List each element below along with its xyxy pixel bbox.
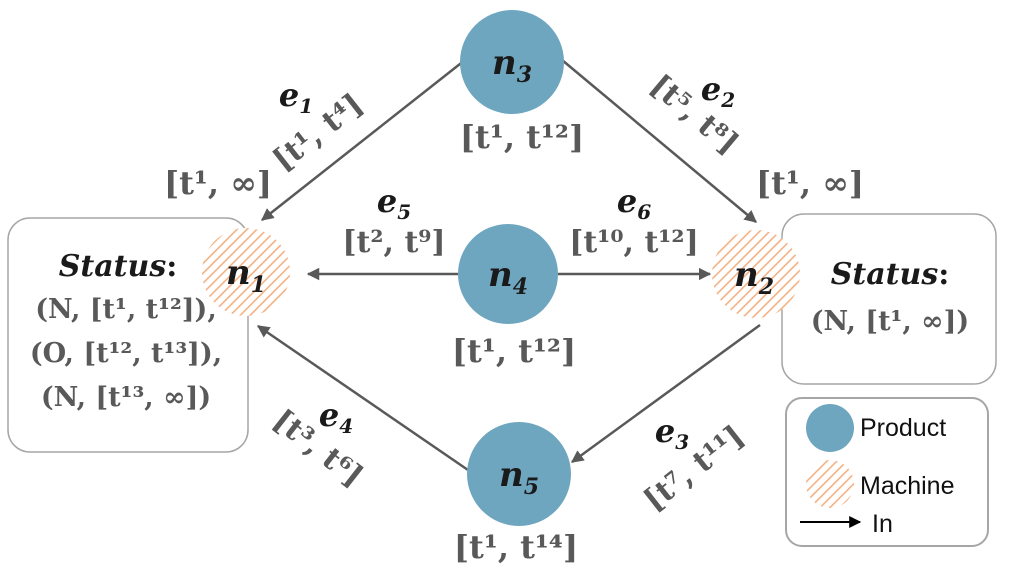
status-n1-line-1: (N, [t¹, t¹²]), [35,294,216,325]
node-n2-circle [712,230,800,318]
edge-e5-label: e5 [377,182,411,224]
edge-e4 [256,324,469,472]
status-n2-title: Status: [831,257,950,292]
edge-e1 [261,59,466,221]
status-n1-line-2: (O, [t¹², t¹³]), [30,338,222,369]
edge-e6-interval: [t¹⁰, t¹²] [569,225,699,260]
edge-e2-interval: [t⁵, t⁸] [643,68,745,161]
node-n2-label: n2 [734,255,774,300]
node-n5-circle [467,422,571,526]
edge-e1-label: e1 [279,76,313,118]
node-n4-interval: [t¹, t¹²] [452,332,576,370]
status-n2-line-1: (N, [t¹, ∞]) [811,306,969,337]
status-n1-title: Status: [59,249,178,284]
legend-in-label: In [872,510,893,538]
legend-machine-swatch [806,460,854,508]
edge-e3-label: e3 [655,412,689,454]
node-n3-interval: [t¹, t¹²] [460,118,584,156]
status-n1-line-3: (N, [t¹³, ∞]) [41,382,211,413]
edge-e2-label: e2 [701,70,735,112]
status-box-n1 [7,217,249,453]
node-n1-label: n1 [226,253,266,298]
node-n1-circle [202,228,290,316]
node-n3-label: n3 [492,43,532,88]
edge-e4-label: e4 [319,396,353,438]
node-n3-circle [460,10,564,114]
node-n4-label: n4 [488,255,528,300]
edge-e4-interval: [t³, t⁶] [266,403,369,494]
machine-n2-interval: [t¹, ∞] [756,164,864,202]
legend-product-label: Product [860,414,946,442]
edge-e2 [561,59,757,223]
edge-e6-label: e6 [617,182,651,224]
legend-product-swatch [806,404,854,452]
node-n5-interval: [t¹, t¹⁴] [454,528,578,566]
node-n4-circle [458,224,558,324]
status-box-n2 [781,213,997,385]
edge-e5-interval: [t², t⁹] [342,225,445,260]
node-n5-label: n5 [499,455,539,500]
edge-e3 [570,323,761,464]
machine-n1-interval: [t¹, ∞] [164,164,272,202]
legend-machine-label: Machine [860,472,955,500]
